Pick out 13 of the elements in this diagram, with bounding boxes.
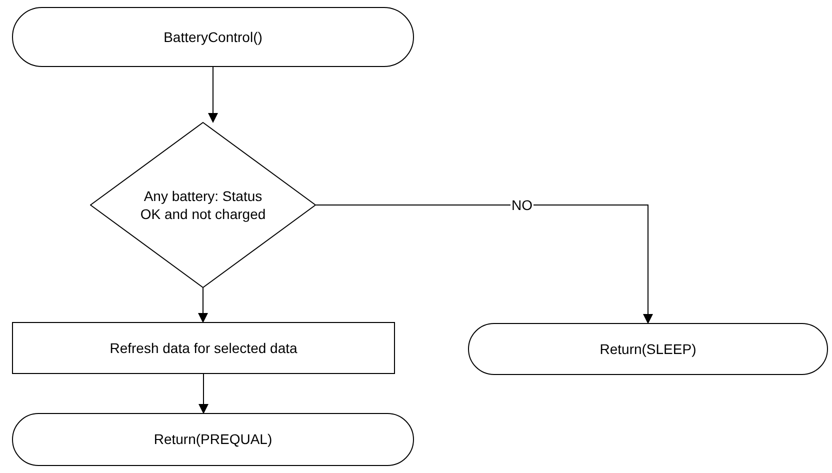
terminator-box xyxy=(468,323,828,375)
arrow xyxy=(198,288,208,323)
process-box xyxy=(12,322,395,374)
arrow xyxy=(208,66,218,123)
arrow xyxy=(316,204,653,324)
arrow xyxy=(198,374,208,414)
node-label: Any battery: Status OK and not charged xyxy=(139,186,267,224)
terminator-box xyxy=(12,413,414,466)
node-label: Refresh data for selected data xyxy=(110,338,298,358)
node-label: Return(PREQUAL) xyxy=(154,430,272,449)
node-label: BatteryControl() xyxy=(164,28,262,46)
edge-label: NO xyxy=(510,198,534,212)
node-label: Return(SLEEP) xyxy=(600,340,696,358)
